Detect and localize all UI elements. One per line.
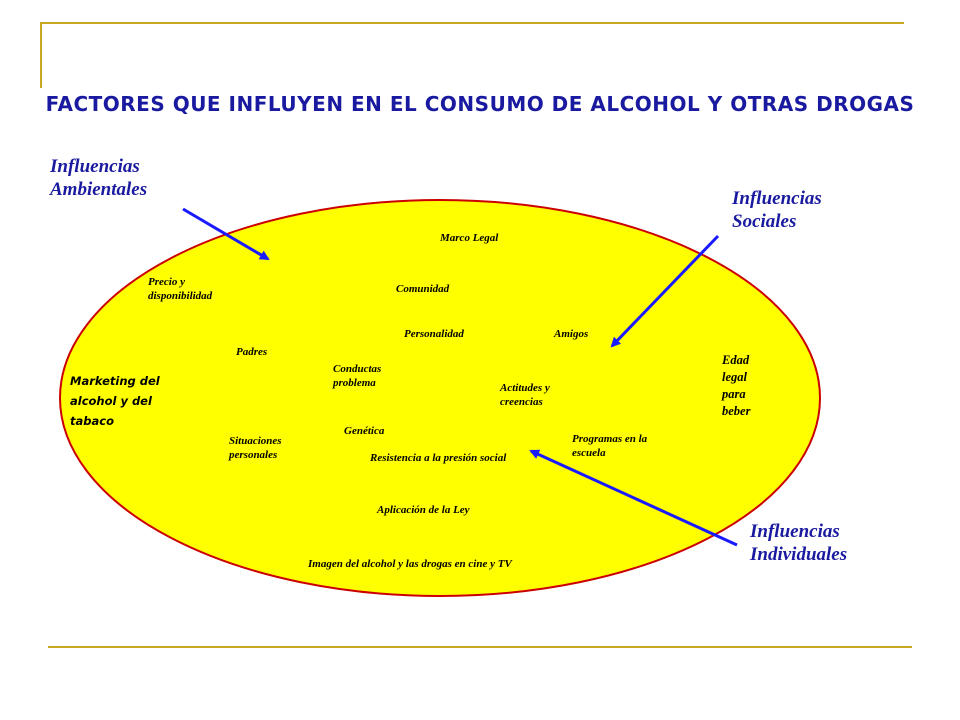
factor-line: beber [722,404,751,418]
factor-line: Actitudes y [500,382,550,394]
factor-conductas-problema: Conductas problema [333,362,381,390]
factor-resistencia-presion: Resistencia a la presión social [370,452,507,464]
influence-line: Influencias [750,521,840,542]
influence-line: Influencias [732,188,822,209]
arrow-ambientales [182,207,270,261]
factor-edad-legal: Edad legal para beber [722,352,750,420]
page-title: FACTORES QUE INFLUYEN EN EL CONSUMO DE A… [45,92,915,116]
influence-line: Sociales [732,211,797,232]
frame-bottom-line [48,646,912,648]
factor-marco-legal: Marco Legal [440,232,499,244]
factor-line: alcohol y del [70,394,152,408]
factors-ellipse [59,199,821,597]
factor-line: Conductas [333,363,382,375]
influence-line: Individuales [750,544,848,565]
factor-marketing: Marketing del alcohol y del tabaco [70,371,160,431]
label-influencias-individuales: Influencias Individuales [750,520,847,566]
factor-padres: Padres [236,346,268,358]
factor-line: escuela [572,447,606,459]
factor-line: Marketing del [70,374,160,388]
factor-actitudes-creencias: Actitudes y creencias [500,381,550,409]
influence-line: Ambientales [50,179,148,200]
factor-situaciones-personales: Situaciones personales [229,434,282,462]
factor-comunidad: Comunidad [396,283,450,295]
factor-line: para [722,387,746,401]
arrow-sociales [610,234,720,348]
factor-line: Programas en la [572,433,648,445]
factor-personalidad: Personalidad [404,328,464,340]
factor-line: tabaco [70,414,114,428]
factor-line: Precio y [148,276,185,288]
label-influencias-sociales: Influencias Sociales [732,187,822,233]
factor-imagen-cine-tv: Imagen del alcohol y las drogas en cine … [308,558,512,570]
factor-line: disponibilidad [148,290,213,302]
factor-amigos: Amigos [554,328,589,340]
factor-genetica: Genética [344,425,385,437]
factor-line: creencias [500,396,543,408]
factor-precio-disponibilidad: Precio y disponibilidad [148,275,212,303]
frame-left-line [40,22,42,88]
factor-line: personales [229,449,278,461]
influence-line: Influencias [50,156,140,177]
arrow-individuales [529,449,738,547]
frame-top-line [40,22,904,24]
factor-line: legal [722,370,747,384]
factor-aplicacion-ley: Aplicación de la Ley [377,504,470,516]
factor-line: problema [333,377,376,389]
factor-line: Situaciones [229,435,282,447]
factor-line: Edad [722,353,750,367]
factor-programas-escuela: Programas en la escuela [572,432,647,460]
label-influencias-ambientales: Influencias Ambientales [50,155,147,201]
